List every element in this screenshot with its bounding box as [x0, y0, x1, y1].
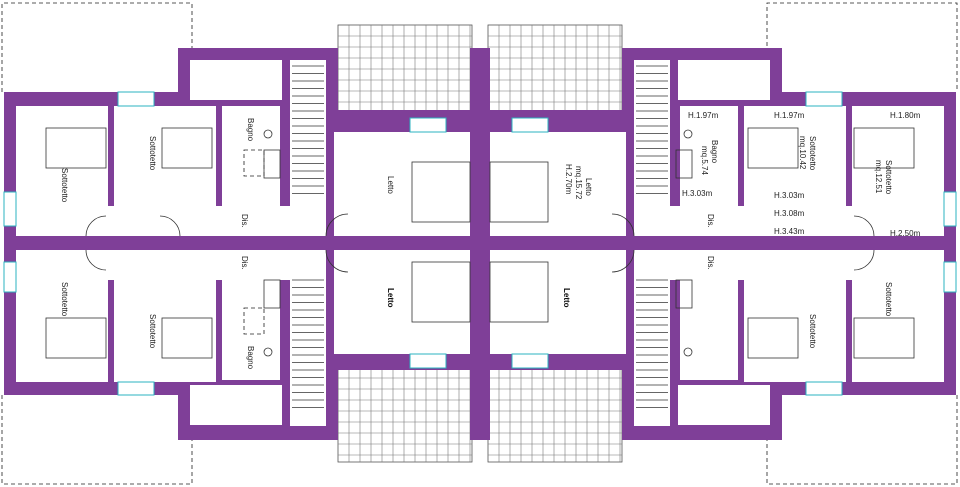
label-letto-area: mq.15.72 [574, 166, 583, 200]
label-letto-height: H.2.70m [564, 164, 573, 195]
roof-outline-bottom-right [766, 395, 958, 485]
label-dis-tl: Dis. [240, 214, 249, 228]
label-sottotetto-tl: Sottotetto [60, 168, 69, 203]
terrace-bottom-right [487, 366, 623, 463]
terrace-bottom-left [337, 366, 473, 463]
label-bagno-bottom: Bagno [246, 346, 255, 370]
height-label-4: H.3.03m [682, 189, 713, 198]
height-label-7: H.3.43m [774, 227, 805, 236]
roof-outline-top-left [1, 2, 193, 92]
bathroom-fixtures [243, 129, 693, 357]
label-letto-br: Letto [562, 288, 571, 308]
height-label-5: H.3.03m [774, 191, 805, 200]
roof-outline-top-right [766, 2, 958, 92]
height-label-8: H.2.50m [890, 229, 921, 238]
label-sottotetto-bl2: Sottotetto [148, 314, 157, 349]
label-dis-br: Dis. [706, 256, 715, 270]
height-label-6: H.3.08m [774, 209, 805, 218]
label-letto-bl: Letto [386, 288, 395, 308]
doors [85, 213, 875, 273]
label-sottotetto-tl2: Sottotetto [148, 136, 157, 171]
height-labels: H.1.97m H.1.97m H.1.80m H.3.03m H.3.03m … [682, 111, 921, 238]
height-label-2: H.1.97m [774, 111, 805, 120]
rooms [16, 60, 944, 426]
height-label-3: H.1.80m [890, 111, 921, 120]
label-sottotetto-br2: Sottotetto [808, 314, 817, 349]
terrace-top-left [337, 24, 473, 121]
label-sottotetto-tr2: Sottotetto [808, 136, 817, 171]
label-bagno-right: Bagno [710, 140, 719, 164]
label-sottotetto-bl: Sottotetto [60, 282, 69, 317]
roof-outline-bottom-left [1, 395, 193, 485]
label-sottotetto-tr-area: mq.12.51 [874, 160, 883, 194]
beds [45, 127, 915, 359]
label-letto-tr: Letto [584, 178, 593, 196]
label-sottotetto-tr: Sottotetto [884, 160, 893, 195]
terrace-top-right [487, 24, 623, 121]
windows [3, 91, 957, 396]
label-bagno-top: Bagno [246, 118, 255, 142]
room-labels: Sottotetto Sottotetto Bagno Letto Dis. D… [60, 118, 893, 370]
label-bagno-right-area: mq.5.74 [700, 146, 709, 175]
label-sottotetto-tr2-area: mq.10.42 [798, 136, 807, 170]
height-label-1: H.1.97m [688, 111, 719, 120]
label-sottotetto-br: Sottotetto [884, 282, 893, 317]
label-dis-bl: Dis. [240, 256, 249, 270]
label-letto-tl: Letto [386, 176, 395, 194]
label-dis-tr: Dis. [706, 214, 715, 228]
stairs [292, 65, 668, 408]
